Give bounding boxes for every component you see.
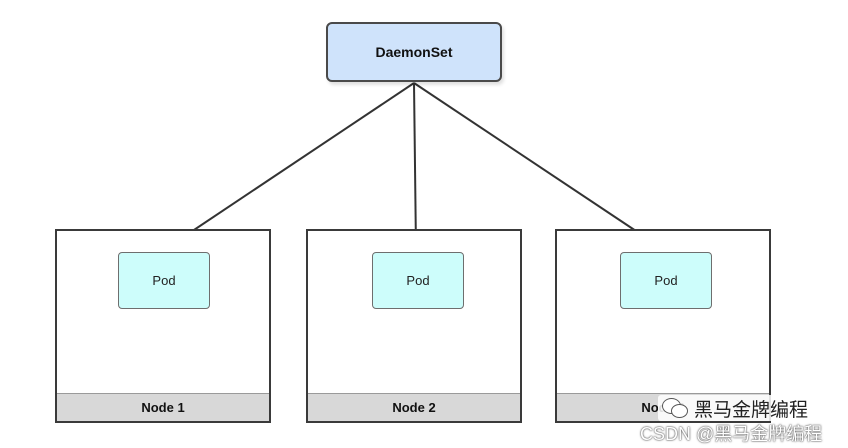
wechat-icon	[662, 398, 688, 418]
pod-label: Pod	[654, 273, 678, 288]
node-1: Pod Node 1	[55, 229, 271, 423]
watermark-account: 黑马金牌编程	[694, 399, 809, 421]
wechat-watermark: 黑马金牌编程	[658, 395, 813, 421]
node-2-pod: Pod	[372, 252, 464, 309]
daemonset-box: DaemonSet	[326, 22, 502, 82]
node-label: Node 1	[141, 400, 185, 415]
node-1-pod: Pod	[118, 252, 210, 309]
node-label: Node 2	[392, 400, 436, 415]
pod-label: Pod	[406, 273, 430, 288]
node-2-footer: Node 2	[308, 393, 520, 421]
node-3: Pod Node 3	[555, 229, 771, 423]
arrow-to-node-1-pod	[165, 82, 415, 249]
arrow-to-node-3-pod	[413, 82, 665, 250]
node-2: Pod Node 2	[306, 229, 522, 423]
node-1-footer: Node 1	[57, 393, 269, 421]
daemonset-label: DaemonSet	[375, 44, 453, 60]
node-3-pod: Pod	[620, 252, 712, 309]
csdn-watermark: CSDN @黑马金牌编程	[640, 424, 823, 444]
pod-label: Pod	[152, 273, 176, 288]
arrow-to-node-2-pod	[406, 82, 425, 251]
